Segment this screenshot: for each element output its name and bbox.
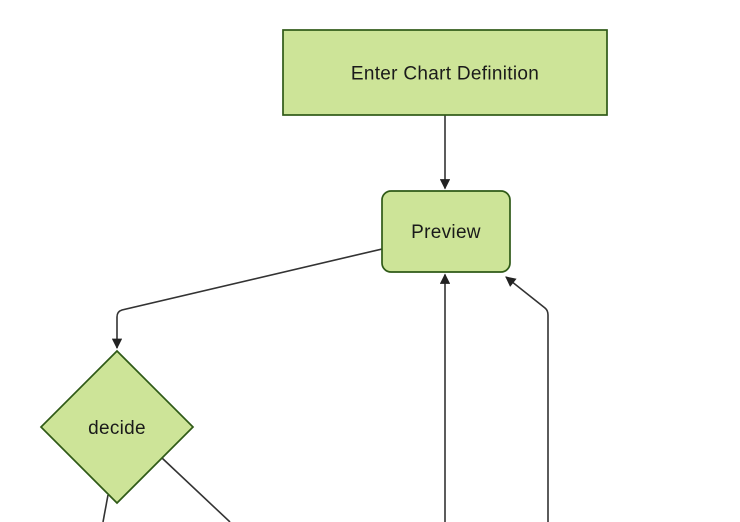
rounded-rectangle-shape [381,190,511,273]
diamond-shape [39,349,195,505]
rectangle-shape [282,29,608,116]
node-enter-chart-definition: Enter Chart Definition [282,29,608,116]
node-decide: decide [39,349,195,505]
node-label: Enter Chart Definition [351,64,539,85]
node-preview: Preview [381,190,511,273]
node-label: Preview [411,222,481,243]
edge-decide-to-bottom-left [102,494,109,522]
edge-from-bottom-right-to-preview [505,276,549,522]
edge-decide-to-bottom-right [161,457,231,522]
node-label: decide [88,418,146,439]
edge-preview-to-decide [111,248,383,350]
edge-layer [102,115,549,522]
